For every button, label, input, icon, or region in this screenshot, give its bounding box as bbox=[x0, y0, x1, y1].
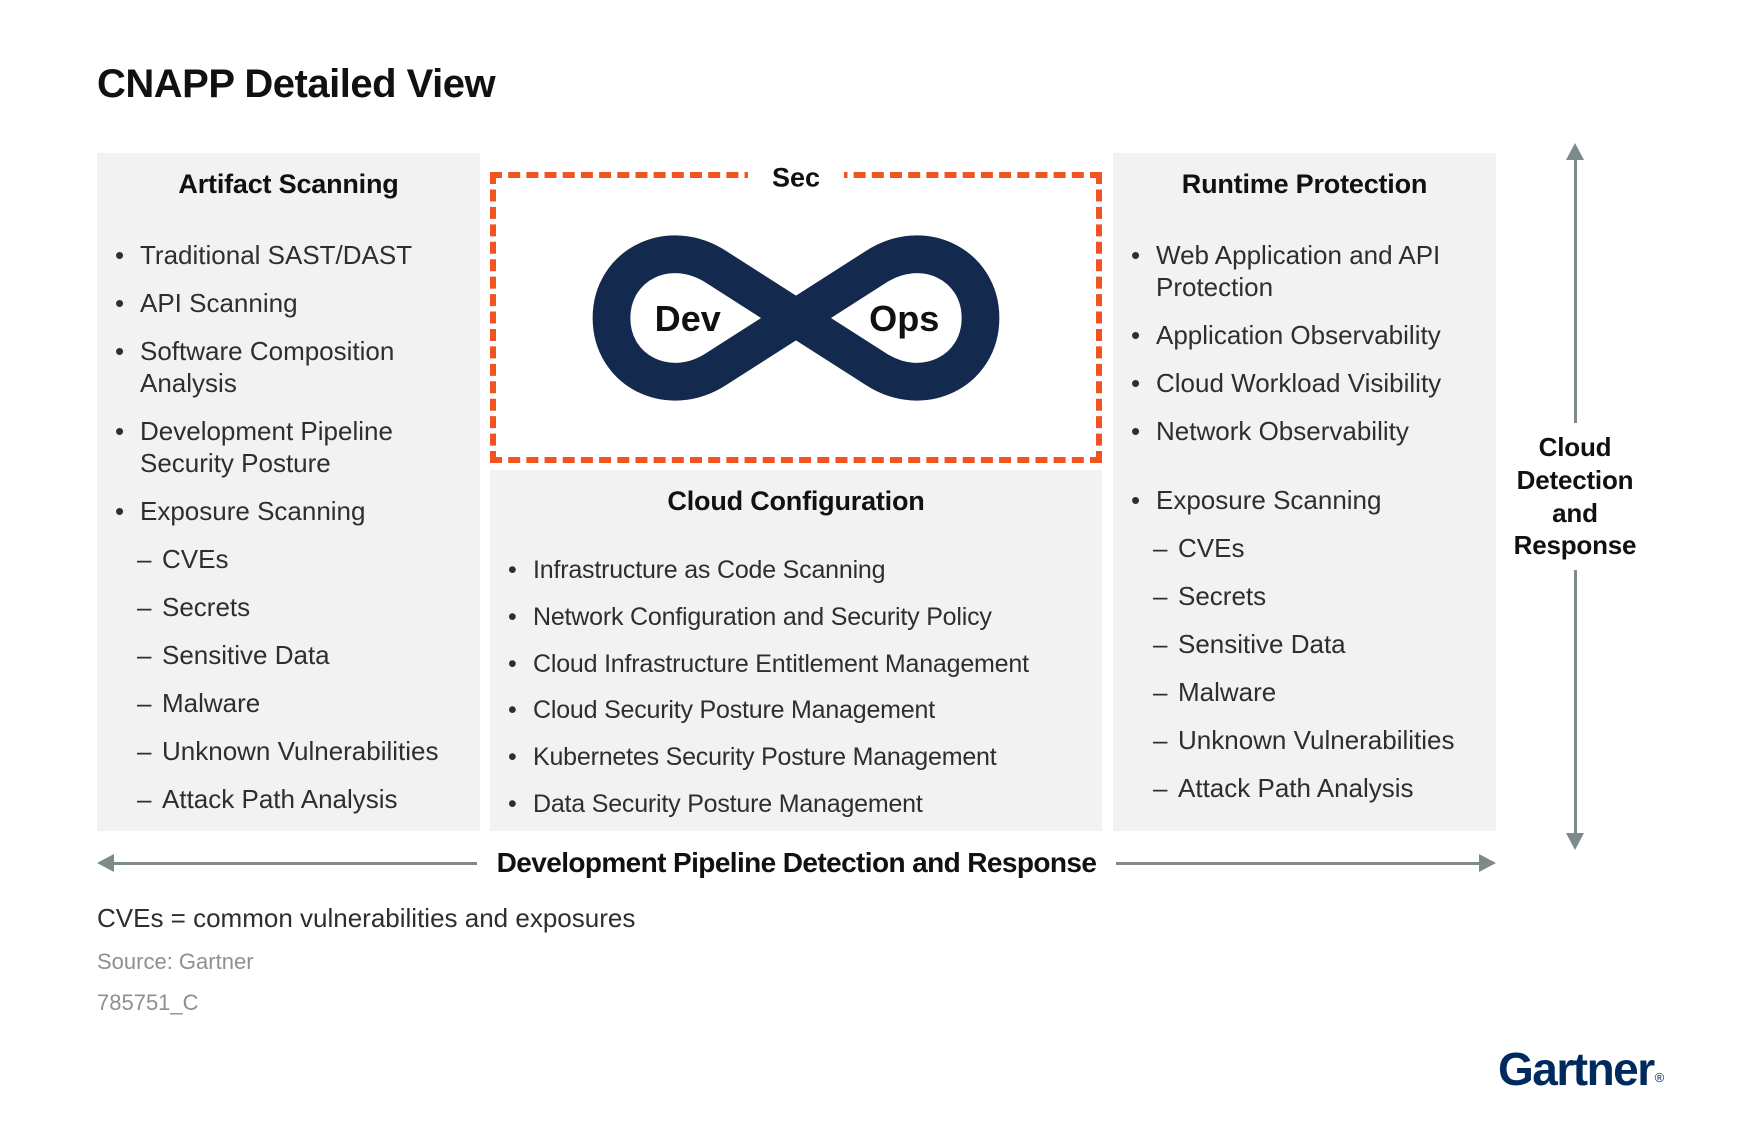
list-item: – Sensitive Data bbox=[137, 639, 330, 670]
list-item: • Cloud Infrastructure Entitlement Manag… bbox=[508, 649, 1029, 678]
bullet-marker: • bbox=[508, 649, 517, 678]
list-item: – Unknown Vulnerabilities bbox=[1153, 724, 1455, 755]
list-item: • Application Observability bbox=[1131, 319, 1441, 350]
cloud-configuration-list: • Infrastructure as Code Scanning • Netw… bbox=[490, 555, 1102, 820]
bullet-marker: – bbox=[1153, 676, 1168, 707]
arrow-down-icon bbox=[1566, 833, 1584, 850]
list-item: – Secrets bbox=[1153, 580, 1267, 611]
list-item: • Software Composition Analysis bbox=[115, 335, 395, 398]
bullet-marker: • bbox=[1131, 415, 1141, 446]
bullet-marker: • bbox=[508, 602, 517, 631]
list-item: • Network Observability bbox=[1131, 415, 1409, 446]
list-item: • Cloud Workload Visibility bbox=[1131, 367, 1442, 398]
bullet-marker: • bbox=[1131, 484, 1141, 515]
list-item: – Malware bbox=[1153, 676, 1277, 707]
list-item: • Data Security Posture Management bbox=[508, 789, 923, 818]
cve-definition-note: CVEs = common vulnerabilities and exposu… bbox=[97, 903, 636, 933]
list-item: • Web Application and API Protection bbox=[1131, 240, 1441, 302]
list-item: • Infrastructure as Code Scanning bbox=[508, 556, 886, 584]
cloud-configuration-panel: Cloud Configuration • Infrastructure as … bbox=[490, 470, 1102, 831]
source-note: Source: Gartner bbox=[97, 949, 254, 974]
bullet-marker: – bbox=[1153, 724, 1168, 755]
artifact-scanning-header: Artifact Scanning bbox=[178, 169, 399, 199]
vertical-arrow-up bbox=[1566, 143, 1584, 423]
list-item: – Attack Path Analysis bbox=[137, 783, 398, 814]
bullet-marker: – bbox=[1153, 580, 1168, 611]
bullet-marker: – bbox=[137, 543, 152, 574]
page-title: CNAPP Detailed View bbox=[97, 62, 496, 106]
bullet-marker: • bbox=[115, 287, 125, 318]
runtime-protection-panel: Runtime Protection • Web Application and… bbox=[1113, 153, 1496, 831]
pipeline-detection-response-axis: Development Pipeline Detection and Respo… bbox=[97, 845, 1496, 881]
bullet-marker: – bbox=[1153, 628, 1168, 659]
bullet-marker: – bbox=[137, 735, 152, 766]
bullet-marker: • bbox=[1131, 240, 1141, 270]
cloud-detection-response-axis: Cloud Detection and Response bbox=[1498, 143, 1652, 850]
vertical-arrow-down bbox=[1566, 570, 1584, 850]
devops-infinity-loop-icon: Dev Ops bbox=[592, 234, 1000, 401]
arrow-up-icon bbox=[1566, 143, 1584, 160]
bullet-marker: – bbox=[1153, 532, 1168, 563]
list-item: • Kubernetes Security Posture Management bbox=[508, 743, 997, 771]
list-item: • Network Configuration and Security Pol… bbox=[508, 602, 992, 631]
runtime-protection-list: • Web Application and API Protection • A… bbox=[1113, 240, 1496, 805]
bullet-marker: – bbox=[137, 783, 152, 814]
bullet-marker: • bbox=[115, 495, 125, 526]
bullet-marker: • bbox=[508, 556, 517, 584]
list-item: – CVEs bbox=[1153, 532, 1245, 563]
ops-label: Ops bbox=[869, 298, 939, 339]
bottom-right-arrow bbox=[1116, 854, 1496, 872]
bullet-marker: – bbox=[137, 591, 152, 622]
bullet-marker: • bbox=[508, 789, 517, 818]
bullet-marker: – bbox=[1153, 772, 1168, 803]
list-item: • Development Pipeline Security Posture bbox=[115, 415, 393, 478]
devsecops-box: Sec Dev Ops bbox=[490, 160, 1102, 463]
list-item: – Attack Path Analysis bbox=[1153, 772, 1414, 803]
bullet-marker: • bbox=[115, 335, 125, 366]
cloud-detection-response-label: Cloud Detection and Response bbox=[1513, 432, 1637, 561]
list-item: – CVEs bbox=[137, 543, 229, 574]
bullet-marker: • bbox=[115, 240, 125, 270]
sec-label: Sec bbox=[747, 160, 845, 196]
dev-label: Dev bbox=[655, 298, 721, 339]
bullet-marker: • bbox=[1131, 367, 1141, 398]
registered-mark: ® bbox=[1654, 1070, 1665, 1085]
list-item: • Cloud Security Posture Management bbox=[508, 696, 935, 725]
bullet-marker: • bbox=[1131, 319, 1141, 350]
arrow-right-icon bbox=[1479, 854, 1496, 872]
arrow-left-icon bbox=[97, 854, 114, 872]
bullet-marker: • bbox=[115, 415, 125, 446]
document-id: 785751_C bbox=[97, 990, 199, 1015]
bullet-marker: – bbox=[137, 687, 152, 718]
list-item: – Sensitive Data bbox=[1153, 628, 1346, 659]
list-item: – Malware bbox=[137, 687, 261, 718]
gartner-logo: Gartner® bbox=[1498, 1043, 1665, 1095]
bullet-marker: – bbox=[137, 639, 152, 670]
artifact-scanning-panel: Artifact Scanning • Traditional SAST/DAS… bbox=[97, 153, 480, 831]
bullet-marker: • bbox=[508, 743, 517, 771]
bullet-marker: • bbox=[508, 696, 517, 725]
list-item: • Traditional SAST/DAST bbox=[115, 240, 413, 270]
cloud-configuration-header: Cloud Configuration bbox=[667, 486, 925, 516]
list-item: – Unknown Vulnerabilities bbox=[137, 735, 439, 766]
artifact-scanning-list: • Traditional SAST/DAST • API Scanning •… bbox=[97, 240, 480, 816]
list-item: – Secrets bbox=[137, 591, 251, 622]
bottom-left-arrow bbox=[97, 854, 477, 872]
list-item: • Exposure Scanning bbox=[115, 495, 366, 526]
pipeline-detection-response-label: Development Pipeline Detection and Respo… bbox=[496, 847, 1097, 878]
runtime-protection-header: Runtime Protection bbox=[1181, 169, 1428, 199]
list-item: • Exposure Scanning bbox=[1131, 484, 1382, 515]
list-item: • API Scanning bbox=[115, 287, 298, 318]
